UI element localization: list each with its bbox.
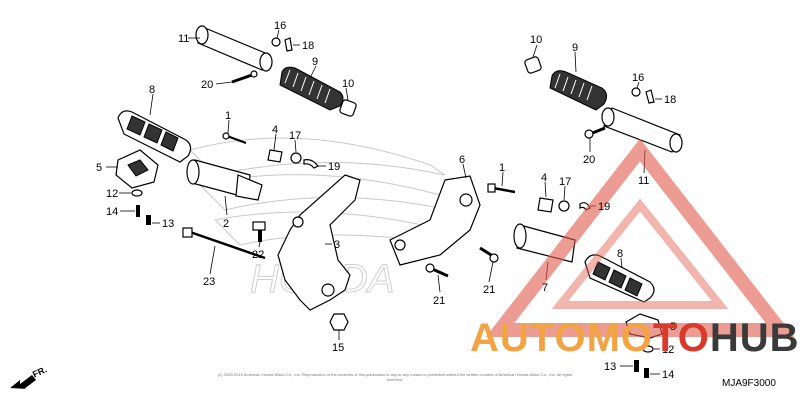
bolt-23 [182, 227, 266, 260]
cotter-pin-19-left [303, 159, 319, 169]
callout-11-left: 11 [178, 33, 189, 45]
washer-10-left [339, 99, 357, 117]
callout-7: 7 [542, 282, 548, 294]
callout-12-right: 12 [662, 344, 674, 356]
callout-16-right: 16 [632, 72, 644, 84]
callout-17-right: 17 [559, 176, 571, 188]
leader-lines [106, 29, 668, 375]
callout-8-left: 8 [149, 84, 155, 96]
callout-6: 6 [459, 154, 465, 166]
callout-18-left: 18 [302, 40, 314, 52]
bolt-14-right [644, 368, 649, 378]
spring-4-left [267, 149, 283, 163]
diagram-code: MJA9F3000 [722, 378, 776, 389]
washer-17-left [290, 152, 302, 164]
nut-12-right [642, 345, 654, 353]
washer-17-right [558, 200, 570, 212]
bolt-20-right [584, 126, 606, 139]
callout-1-right: 1 [499, 162, 505, 174]
watermark-triangle-icon [485, 138, 795, 337]
callout-2: 2 [223, 218, 229, 230]
callout-9-left: 9 [312, 56, 318, 68]
front-arrow-icon: FR. [10, 364, 48, 389]
callout-14-left: 14 [106, 206, 118, 218]
callout-9-right: 9 [572, 42, 578, 54]
cotter-pin-18-right [645, 89, 655, 104]
pin-1-right [487, 183, 516, 194]
front-direction-indicator: FR. [8, 362, 58, 397]
callout-22: 22 [252, 249, 264, 261]
front-label: FR. [31, 364, 48, 379]
callout-21-a: 21 [433, 295, 445, 307]
step-rubber-left [117, 110, 192, 163]
callout-19-right: 19 [598, 201, 610, 213]
step-holder-3 [277, 174, 361, 311]
callout-5-left: 5 [96, 162, 102, 174]
bolt-22 [252, 221, 266, 242]
callout-3: 3 [334, 239, 340, 251]
callout-10-right: 10 [530, 34, 542, 46]
callout-20-left: 20 [201, 79, 213, 91]
bolt-21b [479, 246, 499, 263]
washer-16-right [631, 87, 641, 97]
watermark-part3: HUB [709, 316, 800, 360]
callout-10-left: 10 [342, 78, 354, 90]
callout-20-right: 20 [583, 154, 595, 166]
bolt-13-right [634, 360, 639, 372]
bolt-21a [425, 263, 449, 278]
callout-11-right: 11 [638, 175, 649, 187]
rider-step-2-left [186, 159, 263, 201]
pillion-step-pin-left [195, 25, 273, 72]
watermark-part2: TO [653, 316, 710, 360]
callout-23: 23 [203, 276, 215, 288]
bolt-20-left [231, 70, 258, 84]
callout-17-left: 17 [289, 130, 301, 142]
washer-10-right [524, 56, 542, 74]
nut-15 [329, 313, 349, 331]
spring-4-right [537, 197, 554, 213]
pillion-step-pin-right [601, 107, 683, 153]
pin-1-left [222, 132, 247, 144]
callout-4-left: 4 [272, 124, 278, 136]
bolt-13-left [146, 215, 151, 225]
callout-18-right: 18 [664, 94, 676, 106]
bolt-14-left [136, 205, 140, 217]
callout-16-left: 16 [274, 20, 286, 32]
cotter-pin-18-left [284, 37, 293, 52]
callout-5-right: 5 [670, 321, 676, 333]
callout-21-b: 21 [483, 284, 495, 296]
washer-16-left [271, 37, 281, 47]
callout-12-left: 12 [106, 188, 118, 200]
callout-numbers: 11 16 18 9 10 20 8 1 4 17 19 5 12 14 13 … [96, 20, 676, 381]
step-bracket-5-left [115, 149, 159, 189]
callout-13-left: 13 [162, 218, 174, 230]
callout-15: 15 [332, 342, 344, 354]
nut-12-left [131, 189, 143, 197]
callout-8-right: 8 [617, 248, 623, 260]
step-rubber-upper-left [279, 66, 344, 111]
callout-1-left: 1 [225, 110, 231, 122]
watermark-part1: AUTOMO [470, 316, 654, 360]
callout-19-left: 19 [328, 161, 340, 173]
step-rubber-right [584, 254, 655, 303]
step-holder-6 [389, 175, 481, 266]
watermark-logo: AUTOMOTOHUB [470, 316, 800, 361]
copyright-notice: (c) 2000-2015 American Honda Motor Co., … [217, 372, 573, 382]
callout-4-right: 4 [541, 172, 547, 184]
callout-13-right: 13 [604, 361, 616, 373]
callout-14-right: 14 [662, 369, 674, 381]
step-rubber-upper-right [549, 70, 608, 111]
